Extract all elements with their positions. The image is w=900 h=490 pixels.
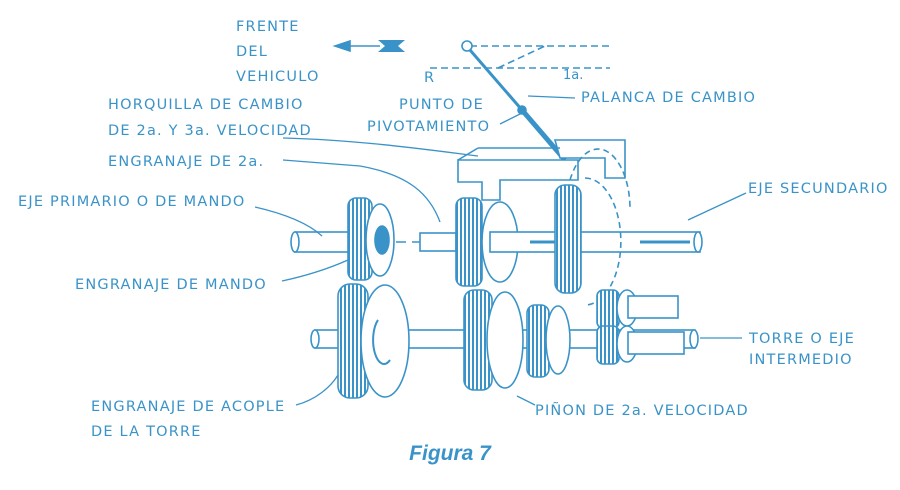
label-engranaje-2a: ENGRANAJE DE 2a. [108,154,264,170]
label-reverse: R [424,70,434,86]
second-pinion [463,289,524,391]
label-eje-primario: EJE PRIMARIO O DE MANDO [18,194,246,210]
label-palanca: PALANCA DE CAMBIO [581,90,756,106]
label-punto-1: PUNTO DE [399,97,484,113]
label-torre-2: INTERMEDIO [749,352,853,368]
shift-fork [457,139,626,201]
front-arrow-icon [332,39,405,53]
figure-caption: Figura 7 [409,442,491,465]
small-pinion [526,304,571,378]
shift-gate-lines [430,45,610,69]
label-pinon: PIÑON DE 2a. VELOCIDAD [535,402,749,419]
label-horquilla-2: DE 2a. Y 3a. VELOCIDAD [108,123,312,139]
label-frente-3: VEHICULO [236,69,320,85]
label-acople-1: ENGRANAJE DE ACOPLE [91,399,285,415]
label-engranaje-mando: ENGRANAJE DE MANDO [75,277,267,293]
label-frente-1: FRENTE [236,19,300,35]
label-frente-2: DEL [236,44,268,60]
reverse-pinion [596,289,685,365]
drive-gear [347,197,395,281]
label-horquilla-1: HORQUILLA DE CAMBIO [108,97,304,113]
label-acople-2: DE LA TORRE [91,424,202,440]
secondary-shaft [489,231,703,253]
label-eje-secundario: EJE SECUNDARIO [748,181,889,197]
leader-lines [254,95,747,406]
label-torre-1: TORRE O EJE [748,331,855,347]
label-first: 1a. [563,68,583,83]
coupling-gear [337,283,410,399]
label-punto-2: PIVOTAMIENTO [367,119,490,135]
